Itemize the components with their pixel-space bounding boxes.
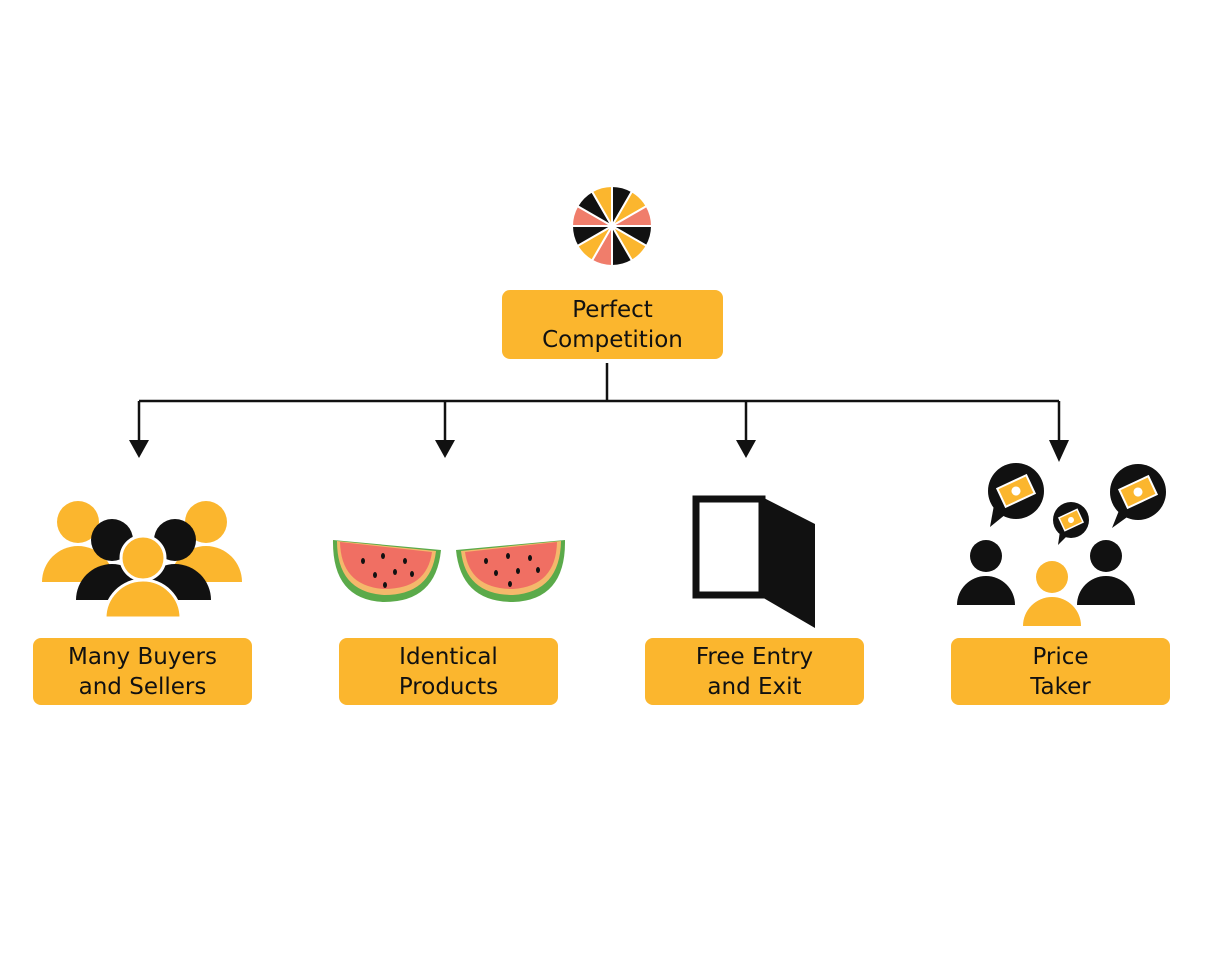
feature-label: Free Entry and Exit bbox=[695, 643, 814, 700]
feature-box-many-buyers-sellers: Many Buyers and Sellers bbox=[33, 638, 252, 705]
feature-box-identical-products: Identical Products bbox=[339, 638, 558, 705]
root-box-perfect-competition: Perfect Competition bbox=[502, 290, 723, 359]
feature-box-price-taker: Price Taker bbox=[951, 638, 1170, 705]
arrowhead-1 bbox=[435, 440, 455, 458]
arrowhead-0 bbox=[129, 440, 149, 458]
watermelon-slice-left bbox=[332, 540, 441, 602]
root-label: Perfect Competition bbox=[542, 296, 683, 353]
feature-label: Price Taker bbox=[1030, 643, 1091, 700]
arrowhead-3 bbox=[1049, 440, 1069, 462]
wheel-wedge bbox=[590, 184, 613, 230]
feature-box-free-entry-exit: Free Entry and Exit bbox=[645, 638, 864, 705]
feature-label: Identical Products bbox=[398, 643, 499, 700]
watermelon-slice-right bbox=[456, 540, 566, 602]
arrowhead-2 bbox=[736, 440, 756, 458]
feature-label: Many Buyers and Sellers bbox=[68, 643, 217, 700]
